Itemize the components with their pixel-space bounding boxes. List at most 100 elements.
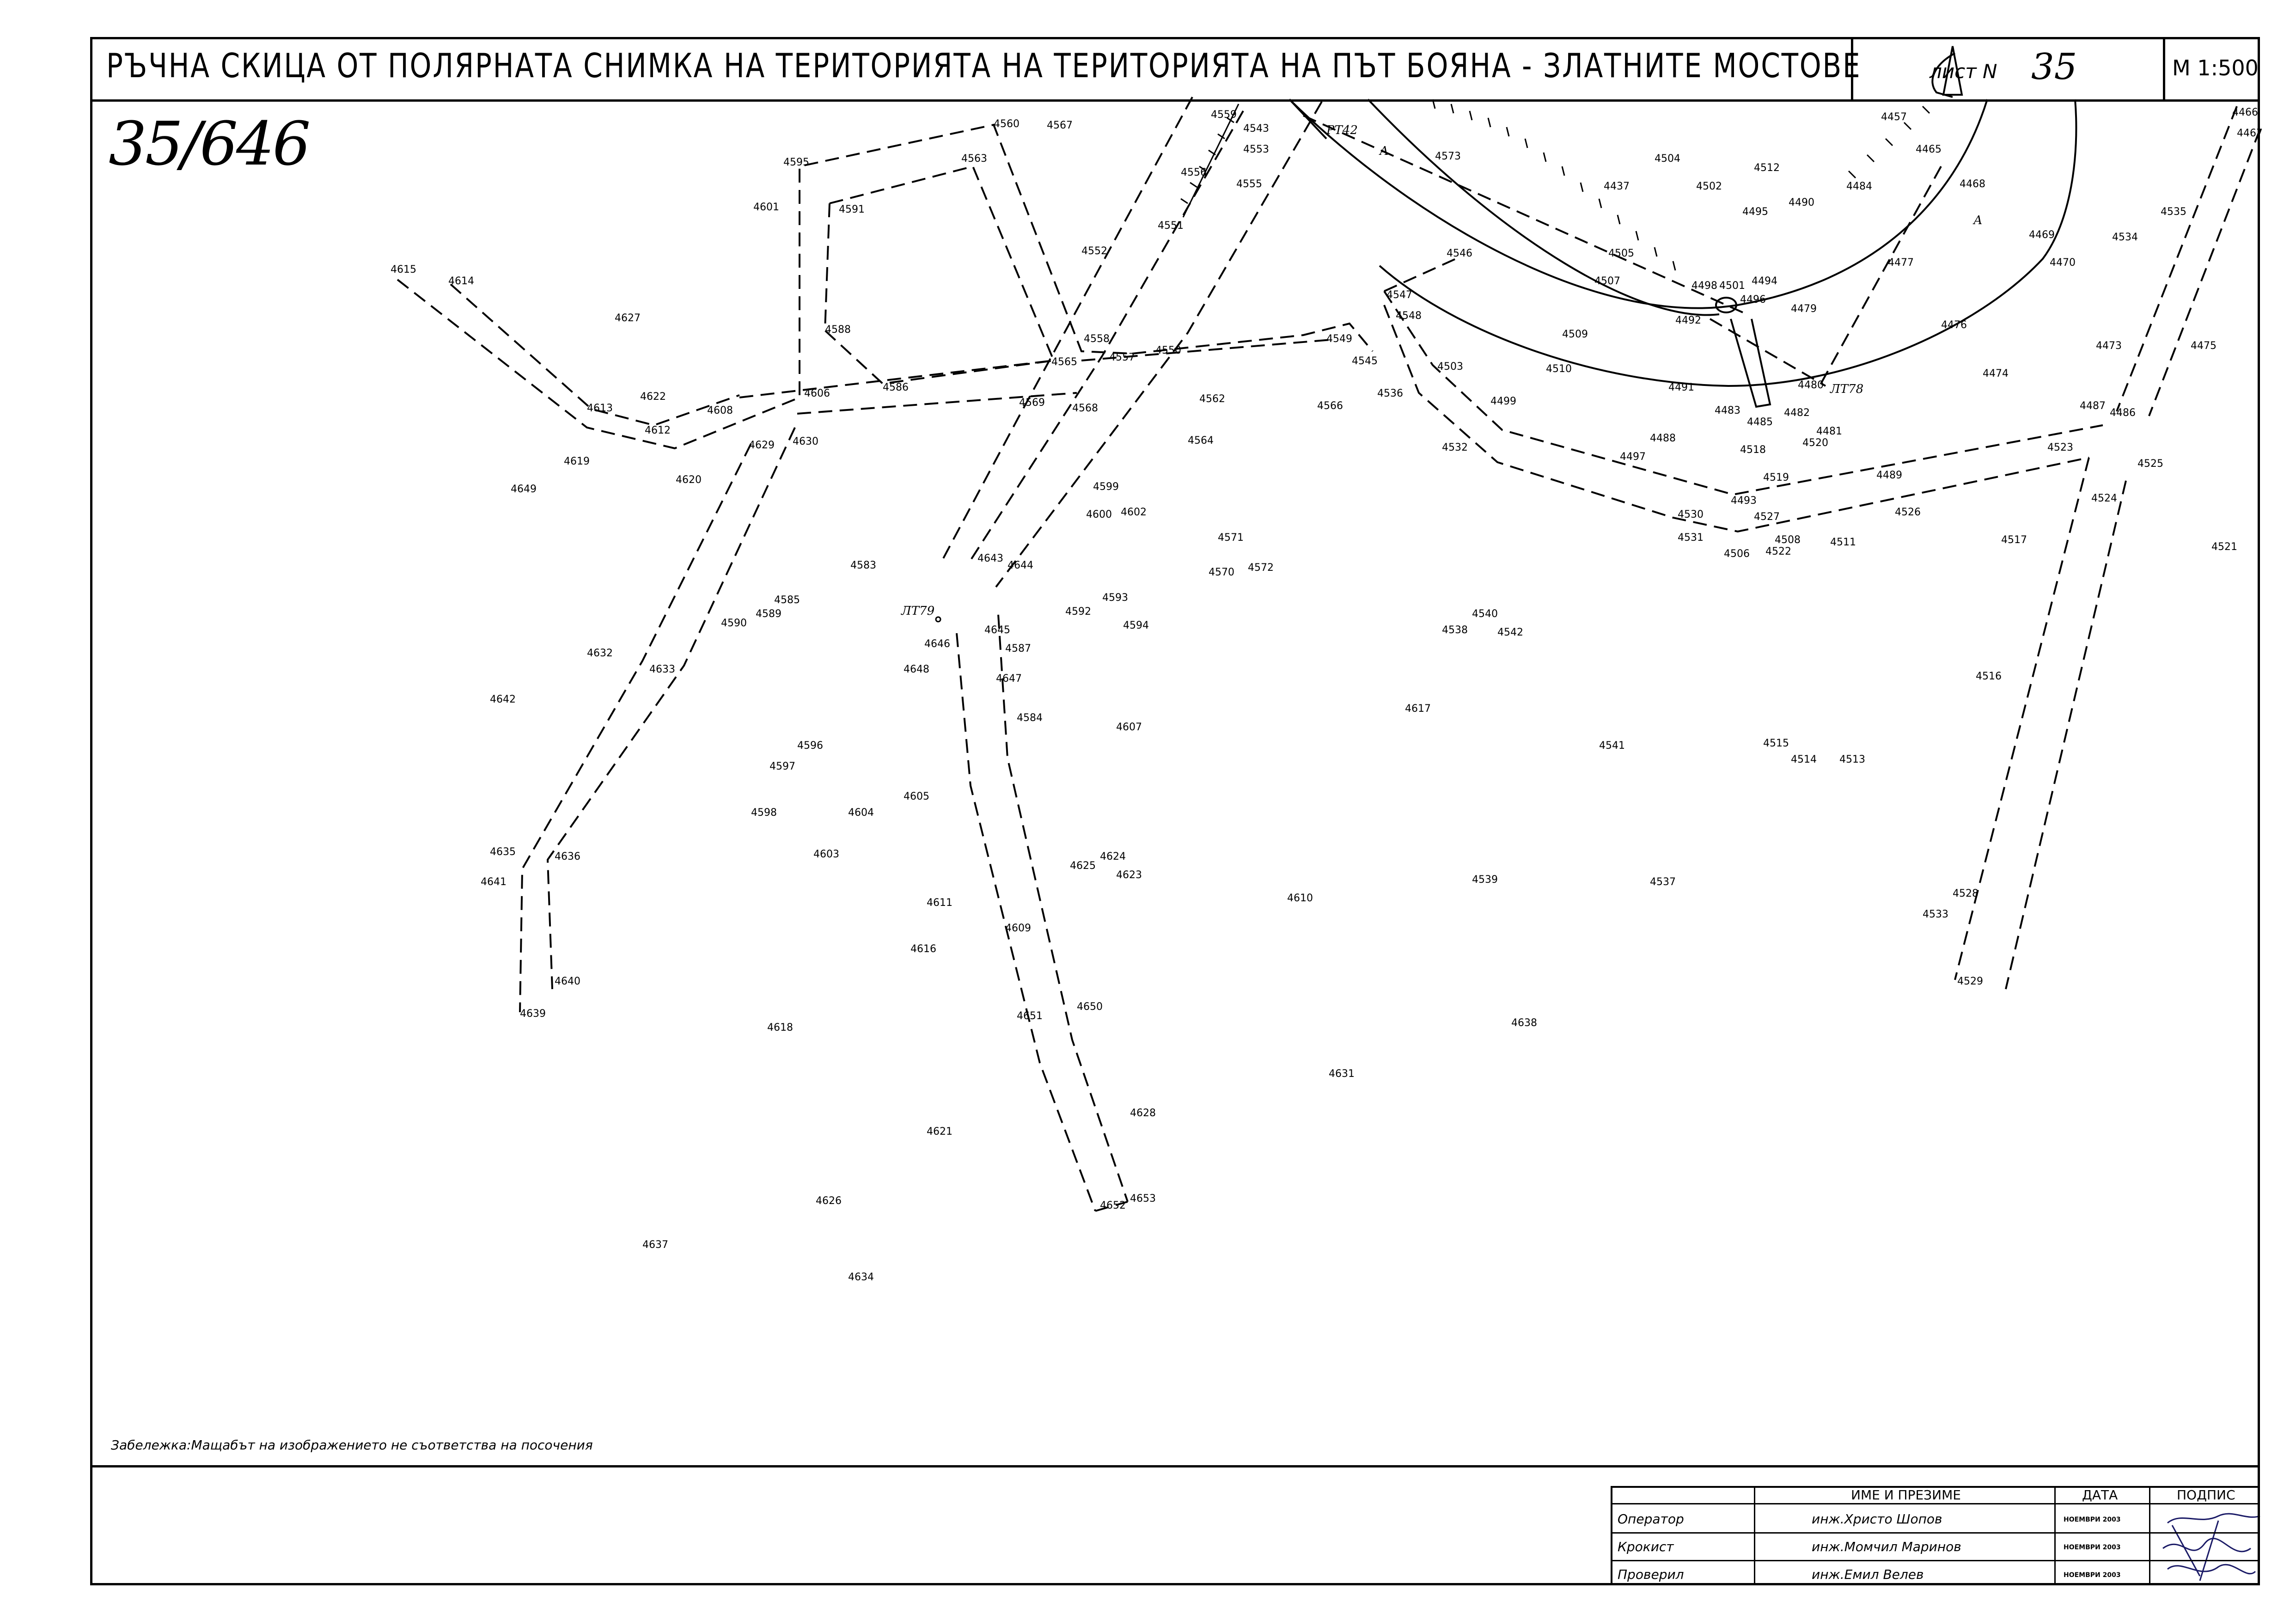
title-block-col-line-1 — [1754, 1486, 1755, 1585]
svg-text:4533: 4533 — [1923, 909, 1948, 920]
svg-text:4530: 4530 — [1678, 509, 1704, 520]
svg-text:4480: 4480 — [1798, 379, 1824, 391]
title-block-date: НОЕМВРИ 2003 — [2064, 1544, 2121, 1551]
svg-text:4546: 4546 — [1447, 248, 1472, 259]
svg-text:4590: 4590 — [721, 617, 747, 629]
line-marker-a-2: А — [1972, 214, 1983, 227]
boundary-se-road-west — [1954, 457, 2090, 980]
svg-text:4642: 4642 — [490, 694, 516, 705]
svg-text:4627: 4627 — [615, 312, 641, 324]
boundary-central-road-north — [739, 360, 1054, 398]
title-block-col-line-3 — [2149, 1486, 2150, 1585]
sheet-number-cell — [1851, 37, 2165, 102]
title-block-person: инж.Момчил Маринов — [1812, 1539, 1961, 1554]
svg-text:4616: 4616 — [910, 943, 936, 955]
title-block-role: Проверил — [1618, 1567, 1684, 1582]
svg-text:4571: 4571 — [1218, 532, 1244, 544]
svg-text:4508: 4508 — [1775, 534, 1801, 546]
svg-text:4541: 4541 — [1599, 740, 1625, 752]
svg-text:4625: 4625 — [1070, 860, 1096, 872]
svg-text:4531: 4531 — [1678, 532, 1704, 544]
scale-note: Забележка:Мащабът на изображението не съ… — [111, 1437, 593, 1453]
boundary-sw-road-west — [519, 443, 752, 1013]
svg-text:4535: 4535 — [2161, 206, 2186, 218]
boundary-nw-road-outer — [397, 279, 800, 450]
svg-text:4634: 4634 — [848, 1272, 874, 1283]
svg-text:4652: 4652 — [1100, 1200, 1126, 1211]
svg-text:4626: 4626 — [816, 1195, 842, 1207]
svg-text:4640: 4640 — [555, 976, 580, 987]
svg-text:4558: 4558 — [1084, 333, 1110, 345]
svg-text:4644: 4644 — [1008, 560, 1033, 571]
svg-text:4610: 4610 — [1287, 893, 1313, 904]
boundary-south-road-end — [1095, 1201, 1128, 1212]
svg-text:4614: 4614 — [448, 275, 474, 287]
svg-text:4509: 4509 — [1562, 329, 1588, 340]
svg-text:4484: 4484 — [1846, 181, 1872, 192]
svg-text:4569: 4569 — [1019, 397, 1045, 409]
svg-text:4641: 4641 — [481, 876, 507, 888]
slope-hatching — [1180, 99, 1930, 271]
svg-text:4470: 4470 — [2050, 257, 2076, 269]
svg-text:4465: 4465 — [1916, 144, 1942, 155]
title-block-header-signature: ПОДПИС — [2177, 1487, 2235, 1503]
svg-text:4650: 4650 — [1077, 1001, 1103, 1013]
svg-text:4468: 4468 — [1960, 178, 1985, 190]
svg-text:4540: 4540 — [1472, 608, 1498, 620]
svg-text:4629: 4629 — [749, 440, 775, 451]
svg-text:4493: 4493 — [1731, 495, 1757, 507]
title-block-col-line-2 — [2054, 1486, 2056, 1585]
station-labels: РТ42 ЛТ79 ЛТ78 А А — [900, 123, 1983, 618]
svg-text:4643: 4643 — [977, 553, 1003, 564]
title-block — [1611, 1486, 2260, 1585]
svg-text:4521: 4521 — [2211, 541, 2237, 553]
svg-text:4486: 4486 — [2110, 407, 2136, 419]
svg-text:4519: 4519 — [1763, 472, 1789, 483]
boundary-diagonal-road-mid — [942, 97, 1193, 560]
svg-text:4573: 4573 — [1435, 151, 1461, 162]
svg-text:4635: 4635 — [490, 846, 516, 858]
svg-text:4607: 4607 — [1116, 721, 1142, 733]
svg-text:4503: 4503 — [1437, 361, 1463, 373]
handwritten-parcel-id: 35/646 — [109, 109, 311, 179]
svg-text:4529: 4529 — [1957, 976, 1983, 987]
svg-text:4585: 4585 — [774, 594, 800, 606]
svg-text:4623: 4623 — [1116, 869, 1142, 881]
boundary-ne-road-west — [2116, 106, 2238, 412]
svg-text:4613: 4613 — [587, 403, 613, 414]
svg-text:4492: 4492 — [1675, 315, 1701, 326]
svg-text:4524: 4524 — [2091, 493, 2117, 504]
svg-text:4651: 4651 — [1017, 1010, 1043, 1022]
svg-text:4489: 4489 — [1876, 470, 1902, 481]
svg-text:4491: 4491 — [1668, 382, 1694, 393]
road-edge-curve-3 — [1379, 99, 2077, 387]
svg-text:4618: 4618 — [767, 1022, 793, 1033]
boundary-east-road-north — [1383, 290, 2103, 496]
small-box-4485 — [1730, 318, 1771, 408]
svg-text:4653: 4653 — [1130, 1193, 1156, 1204]
boundary-diagonal-road-east — [995, 101, 1323, 588]
svg-text:4490: 4490 — [1789, 197, 1814, 208]
svg-text:4547: 4547 — [1386, 289, 1412, 301]
svg-text:4603: 4603 — [813, 849, 839, 860]
page-title: РЪЧНА СКИЦА ОТ ПОЛЯРНАТА СНИМКА НА ТЕРИТ… — [106, 46, 1862, 85]
road-edge-curve-2 — [1367, 98, 1720, 316]
svg-text:4481: 4481 — [1816, 426, 1842, 437]
svg-text:4595: 4595 — [783, 157, 809, 168]
svg-text:4630: 4630 — [793, 436, 818, 447]
svg-text:4528: 4528 — [1953, 888, 1978, 899]
svg-text:4611: 4611 — [927, 897, 953, 909]
svg-text:4513: 4513 — [1839, 754, 1865, 765]
svg-text:4588: 4588 — [825, 324, 851, 336]
svg-text:4504: 4504 — [1655, 153, 1680, 165]
svg-text:4636: 4636 — [555, 851, 580, 862]
svg-text:4553: 4553 — [1243, 144, 1269, 155]
svg-text:4512: 4512 — [1754, 162, 1780, 174]
svg-text:4501: 4501 — [1719, 280, 1745, 292]
svg-text:4545: 4545 — [1352, 355, 1378, 367]
svg-text:4495: 4495 — [1742, 206, 1768, 218]
svg-text:4596: 4596 — [797, 740, 823, 752]
title-block-row-line-1 — [1611, 1532, 2260, 1534]
